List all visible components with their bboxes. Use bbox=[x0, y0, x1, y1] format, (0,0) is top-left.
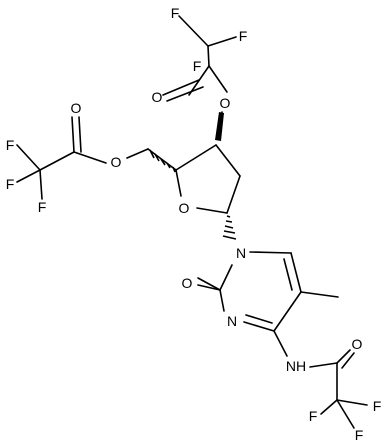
bond bbox=[78, 116, 82, 153]
bond bbox=[208, 65, 228, 93]
bond bbox=[226, 175, 241, 214]
atom-amide-nh: NH bbox=[286, 358, 306, 374]
bond bbox=[336, 349, 351, 364]
atom-nitrogen: N bbox=[227, 313, 237, 329]
bond bbox=[175, 169, 182, 197]
bonds bbox=[16, 15, 368, 429]
wedge-bond bbox=[215, 112, 224, 141]
bond bbox=[71, 116, 75, 153]
bond bbox=[39, 151, 75, 171]
hashed-bond bbox=[222, 215, 237, 240]
bond bbox=[178, 15, 209, 47]
bond bbox=[273, 330, 288, 357]
bond bbox=[290, 252, 302, 293]
bond bbox=[197, 284, 221, 291]
atom-fluorine: F bbox=[6, 137, 15, 153]
atom-fluorine: F bbox=[38, 199, 47, 215]
bond bbox=[320, 399, 338, 415]
bond bbox=[162, 79, 200, 96]
stereo-bonds bbox=[149, 112, 237, 240]
bond bbox=[273, 291, 302, 332]
atom-fluorine: F bbox=[309, 408, 318, 424]
bond bbox=[219, 289, 225, 312]
bond bbox=[336, 399, 355, 429]
bond bbox=[16, 169, 41, 183]
bond bbox=[309, 362, 338, 368]
atom-oxygen: O bbox=[182, 275, 193, 291]
atom-fluorine: F bbox=[239, 28, 248, 44]
atom-ring-oxygen: O bbox=[179, 200, 190, 216]
atom-fluorine: F bbox=[373, 398, 382, 414]
bond bbox=[166, 86, 204, 102]
atom-oxygen: O bbox=[220, 95, 231, 111]
atom-oxygen: O bbox=[352, 336, 363, 352]
bond bbox=[341, 352, 355, 369]
bond bbox=[16, 144, 41, 171]
bond bbox=[207, 45, 210, 67]
atom-nitrogen: N bbox=[236, 245, 246, 261]
bond bbox=[336, 399, 368, 406]
bond bbox=[73, 151, 107, 164]
hashed-bond bbox=[149, 149, 176, 173]
atom-oxygen: O bbox=[71, 100, 82, 116]
atom-fluorine: F bbox=[6, 176, 15, 192]
bond bbox=[196, 207, 228, 214]
bond bbox=[126, 148, 149, 159]
bond bbox=[215, 144, 241, 177]
bond bbox=[283, 258, 293, 291]
bond bbox=[39, 169, 43, 200]
atom-fluorine: F bbox=[171, 5, 180, 21]
atom-fluorine: F bbox=[355, 427, 364, 443]
bond bbox=[197, 277, 221, 291]
bond bbox=[219, 264, 233, 291]
bond bbox=[249, 251, 292, 254]
bond bbox=[175, 144, 217, 171]
atom-oxygen: O bbox=[111, 154, 122, 170]
bond bbox=[245, 314, 273, 324]
bond bbox=[300, 291, 339, 298]
atom-oxygen: O bbox=[152, 89, 163, 105]
bond bbox=[243, 321, 275, 332]
atom-labels: F F F O O F F F O O O N O N NH O F F F bbox=[6, 5, 382, 443]
bond bbox=[207, 36, 237, 47]
atom-fluorine: F bbox=[193, 58, 202, 74]
